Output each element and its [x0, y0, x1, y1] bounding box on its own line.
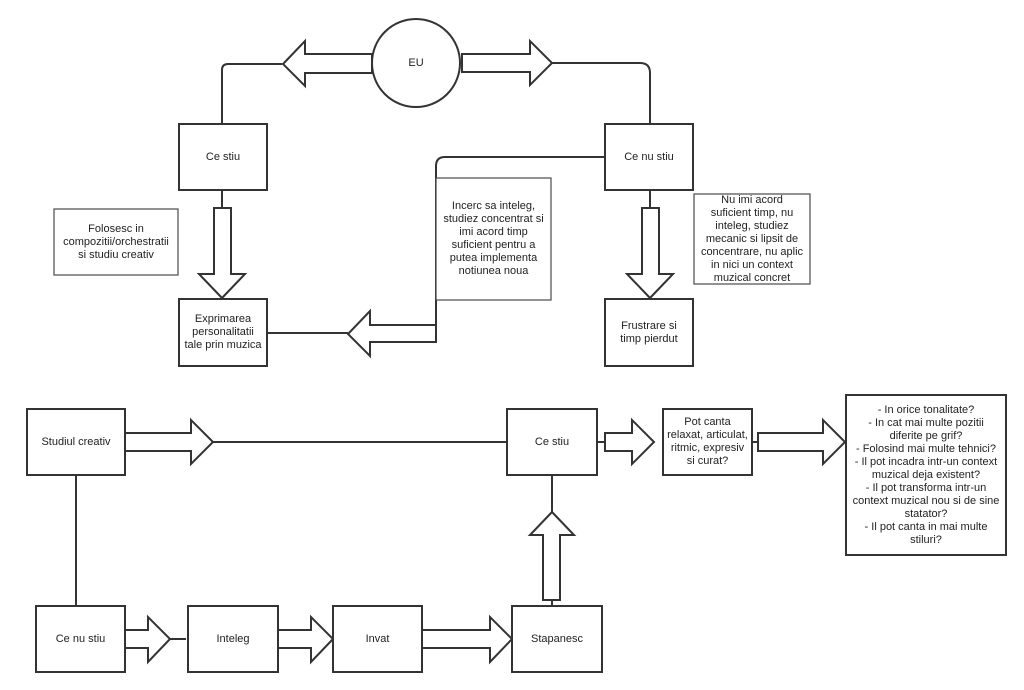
arrow-right-from-eu	[461, 38, 554, 88]
ce-stiu-bottom-shape	[506, 408, 598, 476]
chain-inteleg-label: Inteleg	[216, 632, 250, 645]
arrow-left-from-eu	[281, 38, 373, 89]
arrow-up-from-stapanesc	[527, 510, 577, 601]
right-note-shape	[693, 193, 811, 285]
ce-nu-stiu-bottom-shape	[35, 605, 126, 673]
inteleg-shape	[187, 605, 279, 673]
arrow-right-to-invat	[277, 614, 335, 665]
pot-canta-shape	[662, 408, 753, 476]
middle-note-shape	[435, 177, 552, 301]
pot-canta-label: Pot canta relaxat, articulat, ritmic, ex…	[667, 416, 748, 467]
arrow-down-ce-nu-stiu	[624, 207, 676, 300]
chain-stapanesc-label: Stapanesc	[531, 632, 583, 645]
invat-shape	[332, 605, 423, 673]
ce-nu-stiu-top-shape	[604, 123, 694, 191]
connector-eu-to-ce-stiu	[221, 63, 282, 124]
stapanesc-shape	[511, 605, 603, 673]
arrow-right-to-stapanesc	[421, 614, 514, 665]
connector-ce-nu-stiu-to-left	[418, 156, 605, 343]
ce-nu-stiu-top-label: Ce nu stiu	[624, 150, 674, 163]
eu-node-label: EU	[408, 56, 424, 69]
frustrare-shape	[604, 298, 694, 367]
arrow-right-to-questions	[757, 417, 847, 467]
chain-ce-nu-stiu-label: Ce nu stiu	[55, 632, 106, 645]
questions-label: - In orice tonalitate? - In cat mai mult…	[852, 403, 1000, 546]
exprimarea-shape	[178, 298, 268, 367]
exprimarea-label: Exprimarea personalitatii tale prin muzi…	[184, 313, 262, 351]
left-note-label: Folosesc in compozitii/orchestratii si s…	[63, 222, 169, 261]
right-note-label: Nu imi acord suficient timp, nu inteleg,…	[700, 193, 804, 284]
chain-invat-label: Invat	[365, 632, 390, 645]
left-note-shape	[53, 208, 179, 276]
middle-note-label: Incerc sa inteleg, studiez concentrat si…	[443, 200, 544, 277]
connector-eu-to-ce-nu-stiu	[552, 62, 651, 124]
arrow-right-to-pot-canta	[604, 417, 656, 467]
frustrare-label: Frustrare si timp pierdut	[620, 319, 678, 345]
arrow-right-to-inteleg	[124, 614, 172, 665]
ce-stiu-bottom-label: Ce stiu	[534, 435, 570, 448]
studiul-creativ-label: Studiul creativ	[41, 435, 111, 448]
arrow-left-to-exprimarea	[346, 308, 437, 359]
arrow-right-from-studiul	[124, 417, 215, 467]
ce-stiu-top-label: Ce stiu	[205, 150, 241, 163]
arrow-down-ce-stiu	[196, 207, 248, 300]
ce-stiu-top-shape	[178, 123, 268, 191]
questions-shape	[845, 394, 1007, 556]
